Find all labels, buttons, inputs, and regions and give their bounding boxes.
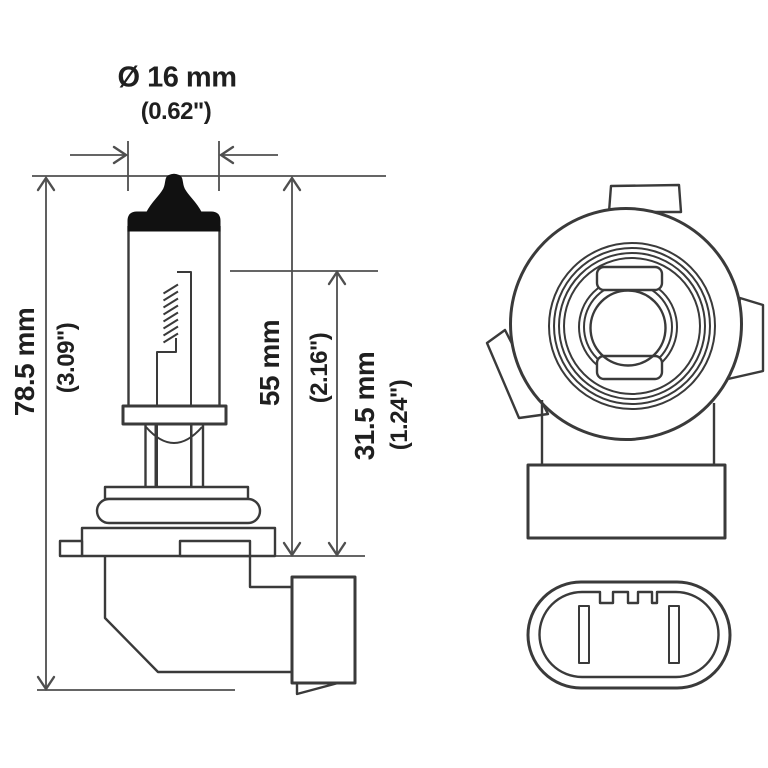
connector-inner-shell — [538, 590, 720, 679]
glass-tube-end — [589, 289, 667, 367]
arrowhead-left-icon — [218, 145, 235, 165]
label-glass-length-mm: 55 mm — [254, 319, 285, 407]
bulb-glass-tube — [127, 226, 221, 406]
label-overall-length-in: (3.09") — [53, 322, 80, 394]
dim-overall-length — [36, 175, 56, 692]
label-diameter-mm: Ø 16 mm — [117, 61, 238, 94]
label-tip-length-in: (1.24") — [386, 379, 413, 451]
label-tip-length-mm: 31.5 mm — [349, 351, 380, 461]
filament-assembly — [156, 271, 192, 487]
connector-terminal-left — [578, 605, 590, 664]
dim-diameter — [70, 145, 278, 165]
dim-tip-length — [327, 269, 347, 558]
arrowhead-right-icon — [112, 145, 129, 165]
front-base-neck — [540, 400, 716, 465]
arrowhead-up-icon — [36, 175, 56, 192]
dim-glass-length — [282, 175, 302, 558]
flange-detail-step — [178, 539, 252, 558]
connector-bottom-wedge — [295, 681, 339, 696]
connector-view — [526, 580, 732, 690]
bulb-black-tip — [127, 173, 221, 232]
base-oring — [95, 497, 262, 525]
label-diameter-in: (0.62") — [140, 98, 212, 125]
connector-terminal-right — [668, 605, 680, 664]
concentric-rings — [548, 242, 716, 410]
arrowhead-up-icon — [282, 175, 302, 192]
arrowhead-up-icon — [327, 269, 347, 286]
base-band — [103, 485, 250, 501]
base-body-step — [248, 556, 292, 589]
front-view — [485, 183, 765, 540]
arrowhead-down-icon — [36, 675, 56, 692]
base-body-outline — [103, 556, 292, 674]
filament-support-right — [177, 271, 192, 487]
base-face-outer-circle — [509, 207, 743, 441]
base-collar — [121, 404, 228, 426]
glass-pinch-arc — [145, 426, 203, 444]
arrowhead-down-icon — [327, 541, 347, 558]
side-connector-housing — [290, 575, 357, 685]
front-base-block — [526, 463, 727, 540]
filament-coil-hatching — [162, 283, 179, 344]
label-overall-length-mm: 78.5 mm — [9, 307, 40, 417]
arrowhead-down-icon — [282, 541, 302, 558]
label-glass-length-in: (2.16") — [306, 332, 333, 404]
collar-key-top — [595, 265, 664, 292]
side-view — [32, 141, 386, 696]
flange-left-tab — [58, 539, 84, 558]
base-neck — [144, 424, 205, 487]
